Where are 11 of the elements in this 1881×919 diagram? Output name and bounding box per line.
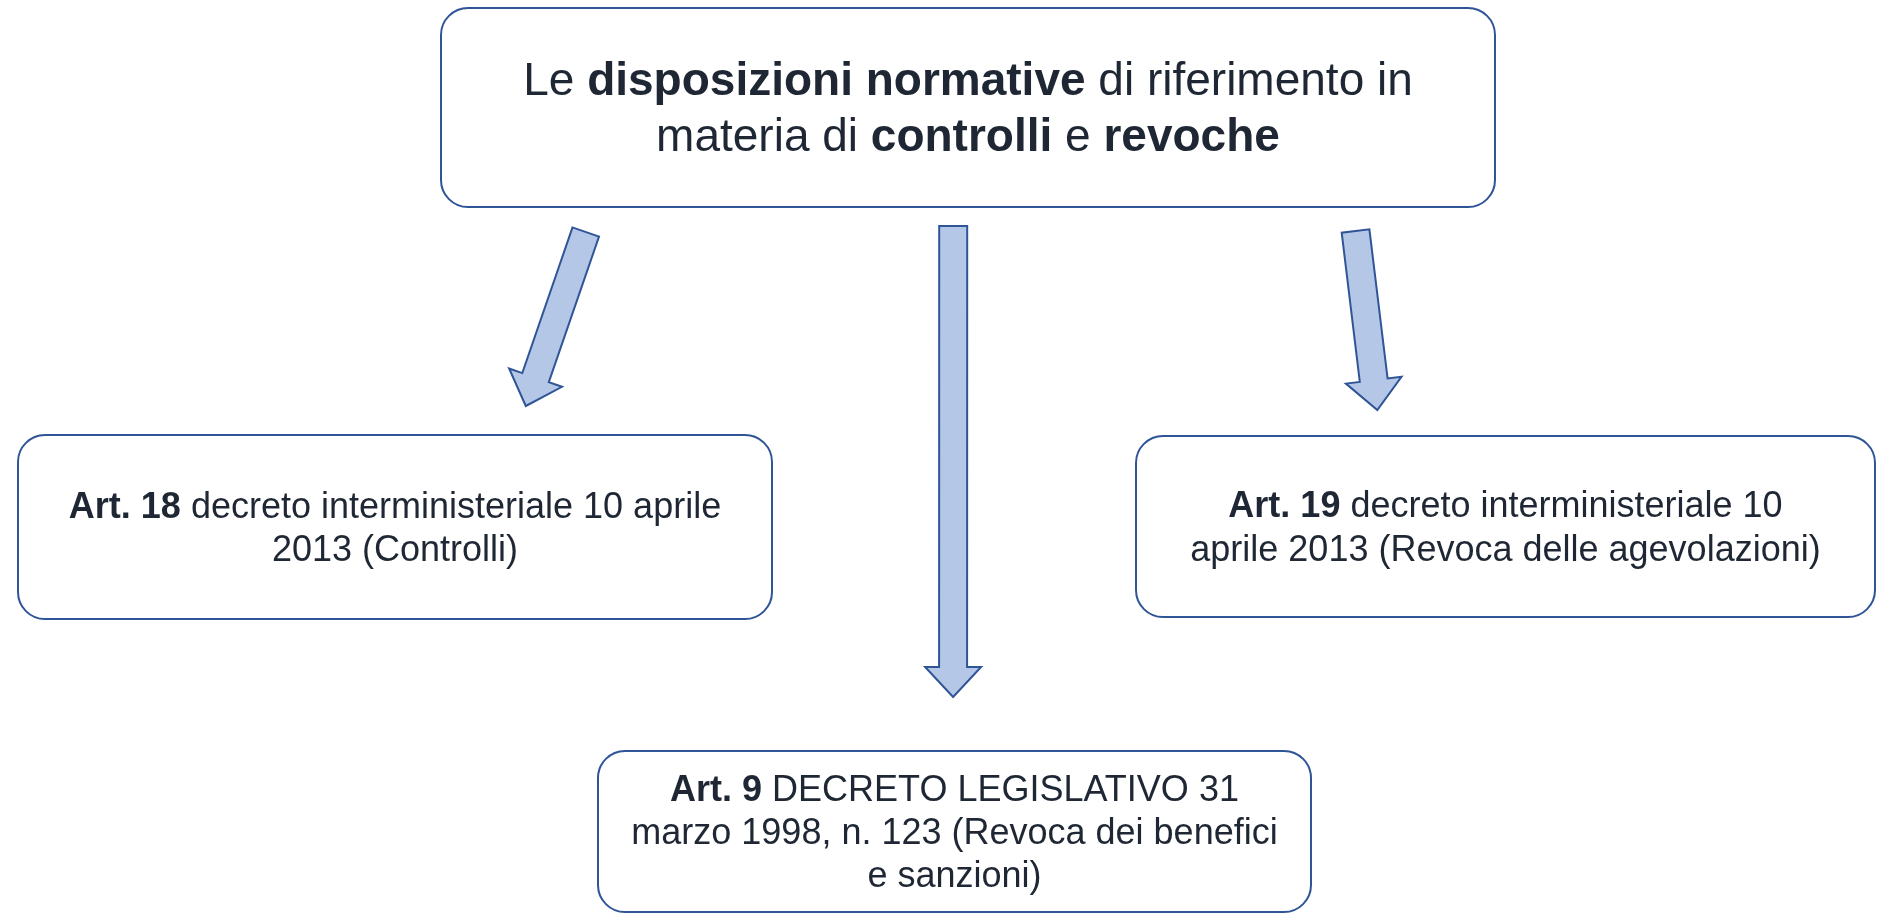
text-box bbox=[440, 7, 1496, 208]
box-text: Art. 19 decreto interministeriale 10 aprile 2013 (Revoca delle agevolazioni) bbox=[1189, 483, 1822, 570]
box-text: Art. 9 DECRETO LEGISLATIVO 31 marzo 1998, n. 123 (Revoca dei benefici e sanzioni) bbox=[631, 766, 1278, 897]
box-text: Art. 18 decreto interministeriale 10 aprile 2013 (Controlli) bbox=[67, 483, 723, 571]
text-box bbox=[17, 434, 773, 620]
text-box bbox=[1135, 435, 1876, 618]
box-text: Le disposizioni normative di riferimento in materia di controlli e revoche bbox=[522, 52, 1414, 163]
block-arrow bbox=[1340, 228, 1404, 412]
block-arrow bbox=[922, 225, 984, 699]
text-box bbox=[597, 750, 1312, 913]
block-arrow bbox=[507, 226, 601, 408]
